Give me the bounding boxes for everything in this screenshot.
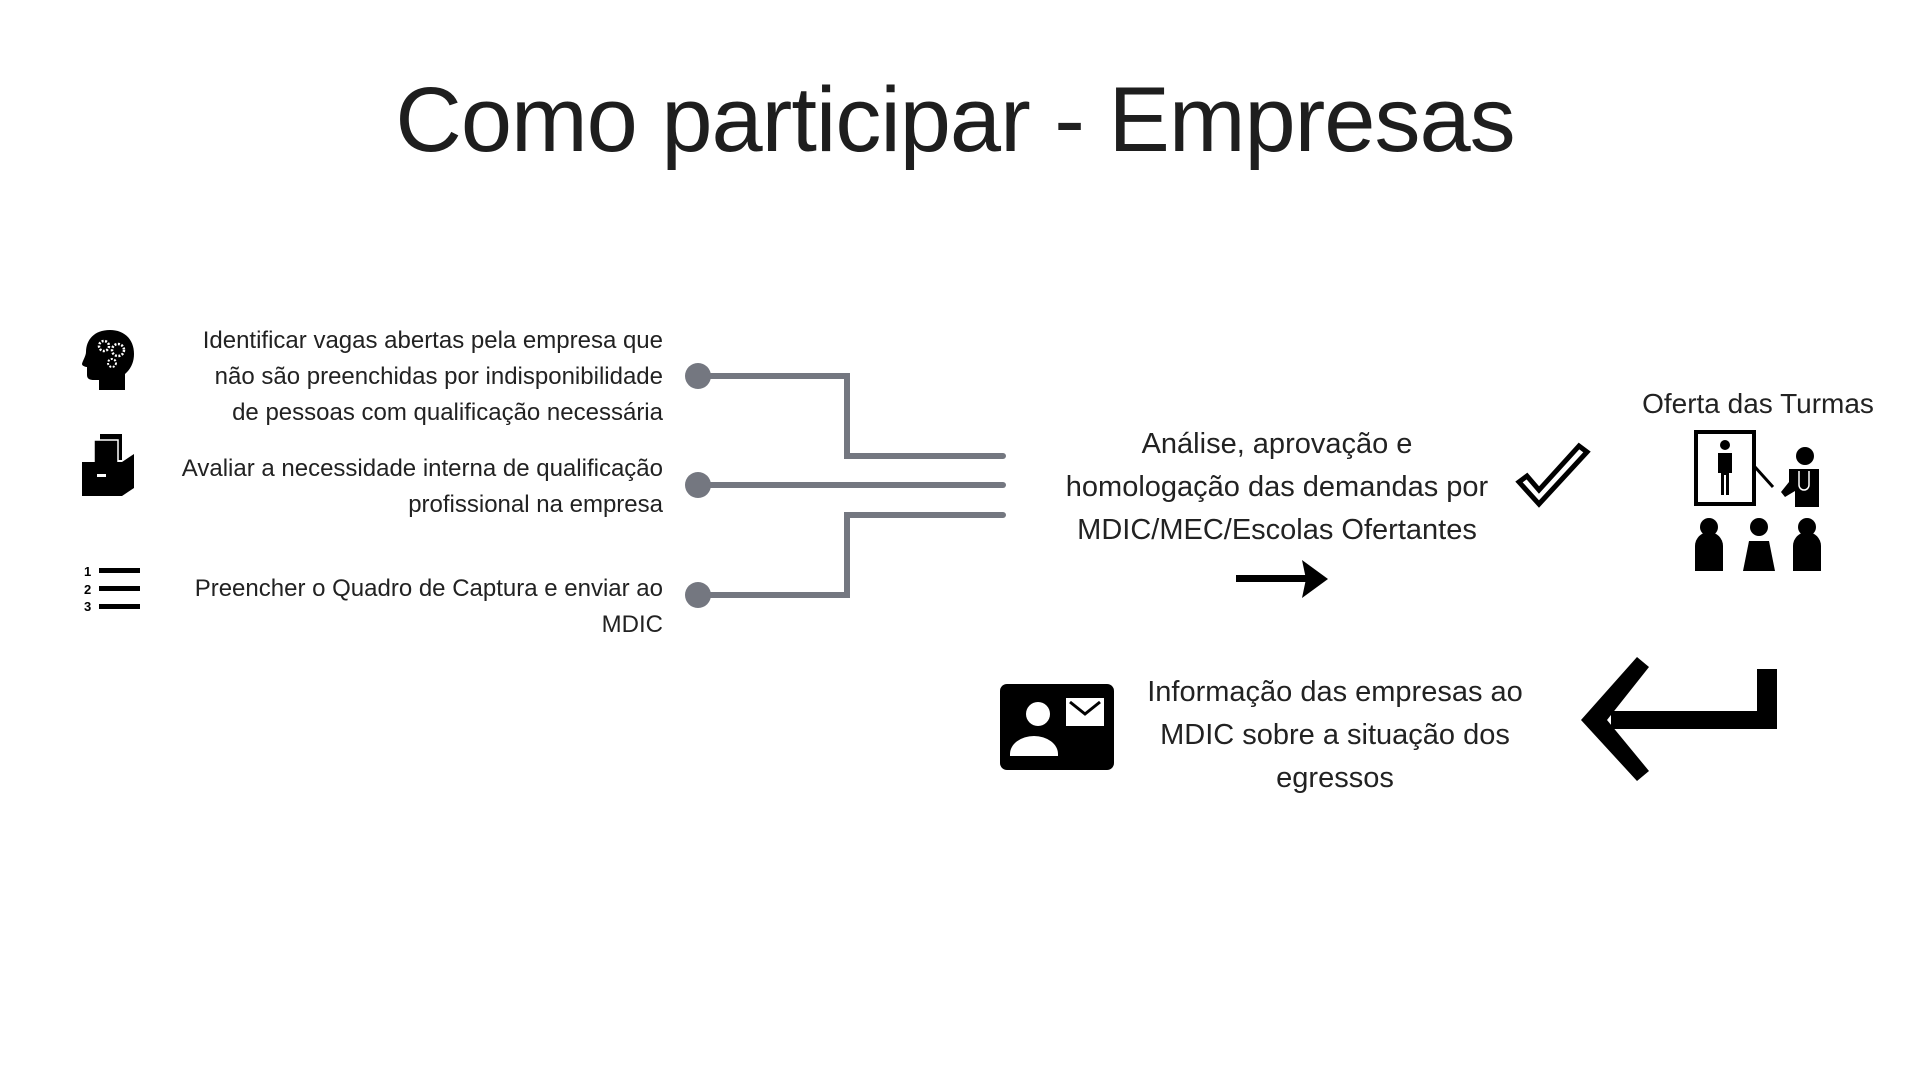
text-line: Preencher o Quadro de Captura e enviar a…: [194, 575, 663, 602]
text-line: Identificar vagas abertas pela empresa q…: [202, 327, 663, 354]
head-gears-icon: [82, 330, 134, 390]
text-line: Avaliar a necessidade interna de qualifi…: [181, 455, 663, 482]
right-arrow-icon: [1236, 560, 1328, 598]
contact-card-icon: [1000, 684, 1114, 770]
text-line: Análise, aprovação e: [1141, 428, 1413, 460]
classroom-icon: [1694, 430, 1821, 571]
text-line: MDIC/MEC/Escolas Ofertantes: [1077, 514, 1477, 546]
analysis-text: Análise, aprovação e homologação das dem…: [1027, 423, 1527, 552]
text-line: Informação das empresas ao: [1147, 676, 1523, 708]
connector-dot-2: [685, 472, 711, 498]
text-line: MDIC: [601, 611, 663, 638]
svg-text:2: 2: [84, 582, 91, 597]
connector-1: [695, 373, 1006, 459]
feedback-text: Informação das empresas ao MDIC sobre a …: [1110, 671, 1560, 800]
text-line: profissional na empresa: [408, 491, 663, 518]
file-box-icon: [82, 434, 134, 496]
connector-3: [695, 512, 1006, 598]
text-line: homologação das demandas por: [1065, 471, 1489, 503]
text-line: MDIC sobre a situação dos: [1160, 719, 1510, 751]
text-line: egressos: [1276, 762, 1394, 794]
offer-label: Oferta das Turmas: [1642, 388, 1874, 419]
text-line: não são preenchidas por indisponibilidad…: [214, 363, 663, 390]
connector-dot-3: [685, 582, 711, 608]
svg-text:3: 3: [84, 599, 91, 614]
numbered-list-icon: 1 2 3: [84, 564, 140, 614]
checkmark-icon: [1515, 442, 1591, 508]
step-3-text: Preencher o Quadro de Captura e enviar a…: [195, 571, 663, 643]
svg-text:1: 1: [84, 564, 91, 579]
connector-dot-1: [685, 363, 711, 389]
step-1-text: Identificar vagas abertas pela empresa q…: [203, 323, 663, 431]
page-title: Como participar - Empresas: [395, 69, 1515, 171]
return-arrow-icon: [1581, 657, 1777, 781]
step-2-text: Avaliar a necessidade interna de qualifi…: [182, 451, 663, 523]
text-line: de pessoas com qualificação necessária: [232, 399, 663, 426]
